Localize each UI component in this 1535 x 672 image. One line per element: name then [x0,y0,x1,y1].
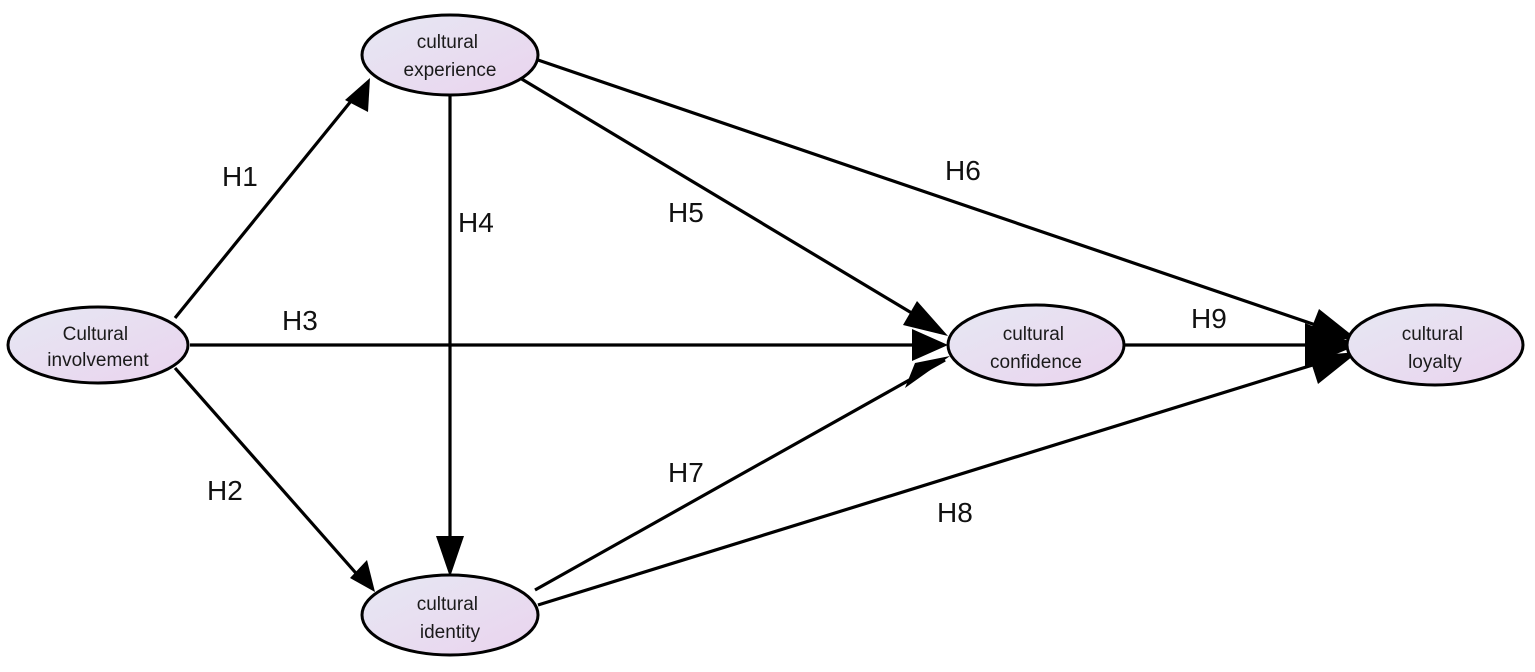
node-cultural-involvement: Cultural involvement [6,305,190,385]
arrowhead-h7 [905,356,950,388]
node-label-line: cultural [417,594,478,615]
edge-label-h7: H7 [668,457,704,488]
edge-h6-line [537,58,1346,337]
svg-text:Cultural involvement: Cultural involvement [47,324,149,371]
arrowhead-h4 [436,536,464,577]
node-label-line: involvement [47,350,149,371]
node-ellipse [360,13,540,97]
node-label-line: cultural [417,32,478,53]
svg-text:cultural loyalty: cultural loyalty [1402,324,1469,373]
edge-h2-line [173,366,364,582]
edge-label-h2: H2 [207,475,243,506]
arrowheads [345,78,1358,592]
node-label-line: cultural [1402,324,1463,345]
node-label-line: experience [404,60,497,81]
svg-text:cultural confidence: cultural confidence [990,324,1082,373]
edge-label-h5: H5 [668,197,704,228]
node-ellipse [1345,303,1525,387]
node-label-line: confidence [990,352,1082,373]
node-label-line: identity [420,622,481,643]
arrowhead-h2 [350,560,375,592]
node-cultural-experience: cultural experience [360,13,540,97]
edge-label-h3: H3 [282,305,318,336]
node-ellipse [6,305,190,385]
edge-label-h9: H9 [1191,303,1227,334]
node-cultural-identity: cultural identity [360,573,540,657]
edge-labels: H1 H2 H3 H4 H5 H6 H7 H8 H9 [207,155,1227,528]
node-label-line: Cultural [63,324,128,345]
node-label-line: cultural [1003,324,1064,345]
node-label-line: loyalty [1408,352,1462,373]
arrowhead-h3 [912,329,948,361]
node-cultural-confidence: cultural confidence [946,303,1126,387]
edge-label-h6: H6 [945,155,981,186]
edge-label-h8: H8 [937,497,973,528]
node-ellipse [360,573,540,657]
node-cultural-loyalty: cultural loyalty [1345,303,1525,387]
edge-h8-line [537,353,1346,607]
arrowhead-h1 [345,78,370,112]
svg-text:cultural experience: cultural experience [404,32,497,81]
edges [173,58,1346,607]
edge-label-h4: H4 [458,207,494,238]
svg-text:cultural identity: cultural identity [417,594,484,643]
edge-label-h1: H1 [222,161,258,192]
edge-h7-line [534,358,946,592]
edge-h5-line [514,73,941,332]
node-ellipse [946,303,1126,387]
edge-h1-line [173,88,362,320]
arrowhead-h5 [903,301,948,336]
arrowhead-h9 [1305,323,1358,367]
